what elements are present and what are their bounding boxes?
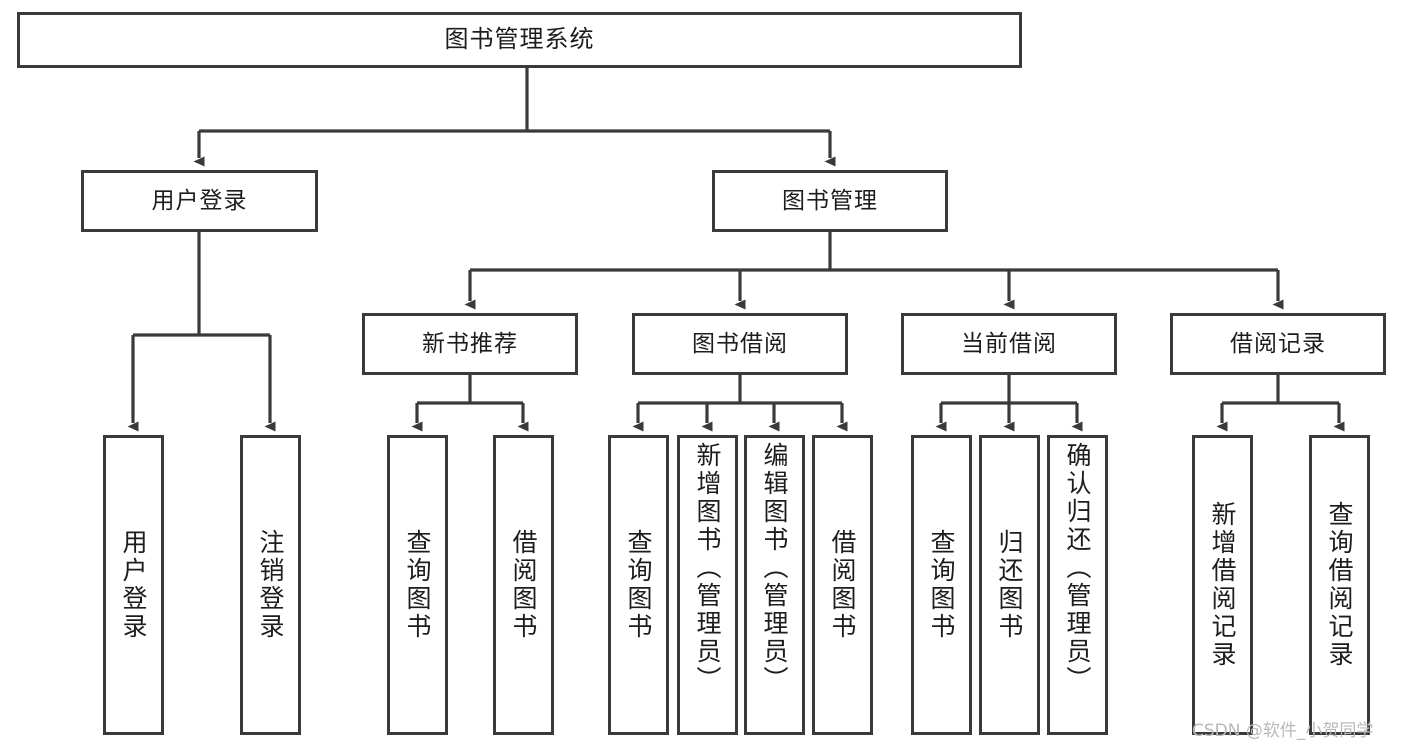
node-label: 借阅图书 — [509, 529, 538, 641]
node-label: 图书管理系统 — [444, 25, 595, 54]
node-leaf-query-book-1[interactable]: 查询图书 — [387, 435, 448, 735]
node-label: 新书推荐 — [422, 330, 518, 357]
node-user-login[interactable]: 用户登录 — [81, 170, 318, 232]
node-leaf-return-book[interactable]: 归还图书 — [979, 435, 1040, 735]
node-label: 查询图书 — [403, 529, 432, 641]
node-current-borrow[interactable]: 当前借阅 — [901, 313, 1117, 375]
node-root-library-system[interactable]: 图书管理系统 — [17, 12, 1022, 68]
node-label: 编辑图书（管理员） — [760, 442, 789, 694]
node-leaf-logout[interactable]: 注销登录 — [240, 435, 301, 735]
node-label: 当前借阅 — [961, 330, 1057, 357]
node-leaf-confirm-return[interactable]: 确认归还（管理员） — [1047, 435, 1108, 735]
node-label: 用户登录 — [151, 187, 248, 214]
node-label: 查询借阅记录 — [1325, 501, 1354, 669]
node-leaf-user-login[interactable]: 用户登录 — [103, 435, 164, 735]
node-label: 借阅图书 — [828, 529, 857, 641]
node-borrow-record[interactable]: 借阅记录 — [1170, 313, 1386, 375]
node-leaf-add-record[interactable]: 新增借阅记录 — [1192, 435, 1253, 735]
node-label: 归还图书 — [995, 529, 1024, 641]
node-label: 借阅记录 — [1230, 330, 1326, 357]
node-label: 确认归还（管理员） — [1063, 442, 1092, 694]
node-new-book-recommend[interactable]: 新书推荐 — [362, 313, 578, 375]
node-label: 新增借阅记录 — [1208, 501, 1237, 669]
node-book-borrow[interactable]: 图书借阅 — [632, 313, 848, 375]
node-label: 图书管理 — [782, 187, 878, 214]
node-leaf-query-book-2[interactable]: 查询图书 — [608, 435, 669, 735]
node-label: 查询图书 — [927, 529, 956, 641]
node-label: 注销登录 — [256, 529, 285, 641]
node-leaf-query-book-3[interactable]: 查询图书 — [911, 435, 972, 735]
node-leaf-add-book[interactable]: 新增图书（管理员） — [677, 435, 738, 735]
csdn-watermark: CSDN @软件_小贺同学 — [1192, 721, 1374, 741]
node-label: 查询图书 — [624, 529, 653, 641]
node-leaf-borrow-book-2[interactable]: 借阅图书 — [812, 435, 873, 735]
node-label: 图书借阅 — [692, 330, 788, 357]
node-leaf-borrow-book-1[interactable]: 借阅图书 — [493, 435, 554, 735]
node-leaf-edit-book[interactable]: 编辑图书（管理员） — [744, 435, 805, 735]
node-book-management[interactable]: 图书管理 — [712, 170, 948, 232]
node-label: 用户登录 — [119, 529, 148, 641]
node-leaf-query-record[interactable]: 查询借阅记录 — [1309, 435, 1370, 735]
node-label: 新增图书（管理员） — [693, 442, 722, 694]
